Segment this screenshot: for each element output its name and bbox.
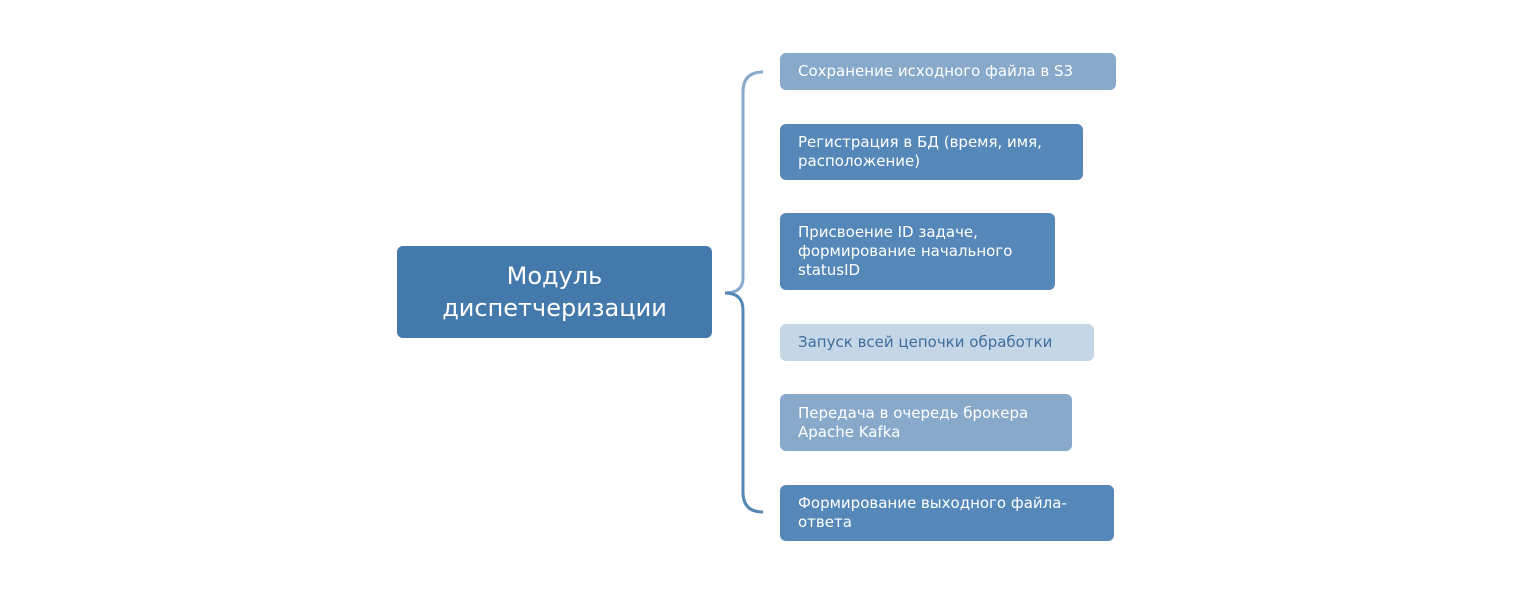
step-output-file: Формирование выходного файла- ответа: [780, 485, 1114, 541]
dispatch-module-node: Модуль диспетчеризации: [397, 246, 712, 338]
step-assign-id: Присвоение ID задаче, формирование начал…: [780, 213, 1055, 290]
step-register-db: Регистрация в БД (время, имя, расположен…: [780, 124, 1083, 180]
step-kafka-queue: Передача в очередь брокера Apache Kafka: [780, 394, 1072, 451]
brace-bottom: [724, 291, 764, 514]
step-run-chain: Запуск всей цепочки обработки: [780, 324, 1094, 361]
step-save-s3: Сохранение исходного файла в S3: [780, 53, 1116, 90]
brace-top: [724, 70, 764, 295]
